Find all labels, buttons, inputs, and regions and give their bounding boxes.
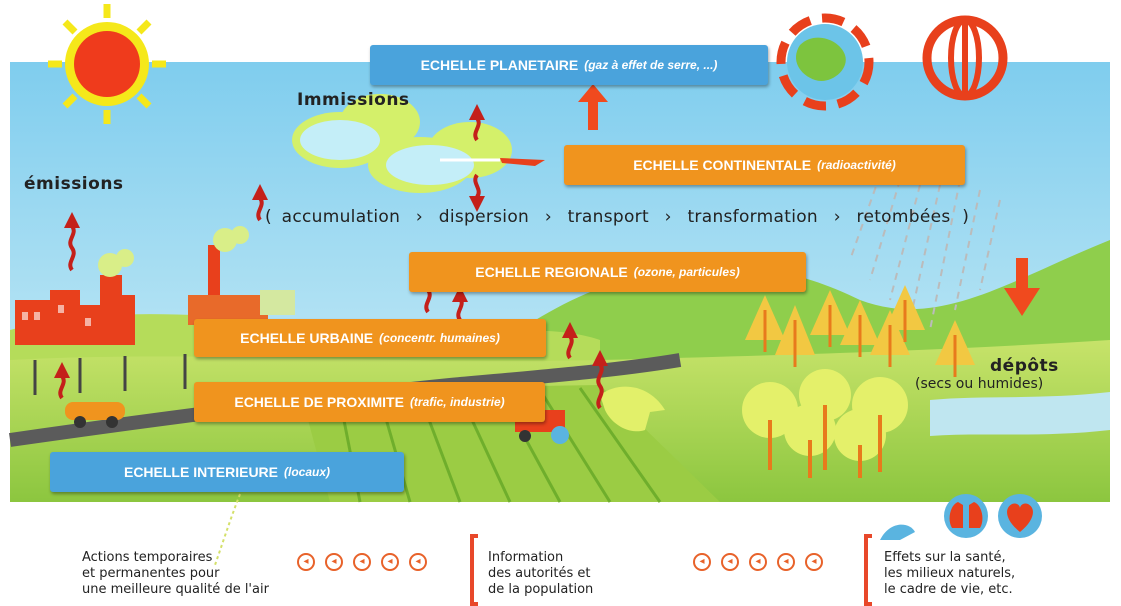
scale-note: (radioactivité) bbox=[817, 158, 896, 172]
information-line: de la population bbox=[488, 582, 594, 597]
sun-icon bbox=[48, 4, 166, 124]
arrow-left-circle-icon: ◂ bbox=[805, 553, 823, 571]
information-line: des autorités et bbox=[488, 566, 591, 581]
chain-sep: › bbox=[415, 207, 424, 227]
scale-regional-box: ECHELLE REGIONALE (ozone, particules) bbox=[409, 252, 806, 292]
scale-note: (gaz à effet de serre, ...) bbox=[584, 58, 718, 72]
information-text: Information des autorités et de la popul… bbox=[488, 550, 593, 598]
scale-continental-box: ECHELLE CONTINENTALE (radioactivité) bbox=[564, 145, 965, 185]
effects-line: les milieux naturels, bbox=[884, 566, 1016, 581]
arrow-left-circle-icon: ◂ bbox=[353, 553, 371, 571]
scale-note: (trafic, industrie) bbox=[409, 395, 505, 409]
scale-indoor-box: ECHELLE INTERIEURE (locaux) bbox=[50, 452, 404, 492]
globe-outline-icon bbox=[922, 15, 1008, 101]
bracket-left bbox=[470, 534, 478, 606]
information-line: Information bbox=[488, 550, 564, 565]
trees-hill bbox=[745, 285, 975, 377]
scale-title: ECHELLE DE PROXIMITE bbox=[234, 394, 404, 410]
fence bbox=[33, 354, 187, 395]
plane-icon bbox=[440, 158, 545, 166]
connector bbox=[214, 493, 241, 566]
scale-title: ECHELLE URBAINE bbox=[240, 330, 374, 346]
scale-title: ECHELLE INTERIEURE bbox=[123, 464, 278, 480]
cloud-right bbox=[368, 122, 512, 193]
depots-label: dépôts bbox=[990, 356, 1059, 376]
effects-line: Effets sur la santé, bbox=[884, 550, 1006, 565]
river bbox=[930, 392, 1110, 436]
chain-step: transformation bbox=[687, 207, 818, 227]
smoke bbox=[98, 226, 249, 277]
actions-line: et permanentes pour bbox=[82, 566, 220, 581]
scale-proximity-box: ECHELLE DE PROXIMITE (trafic, industrie) bbox=[194, 382, 545, 422]
scale-note: (concentr. humaines) bbox=[379, 331, 500, 345]
arrow-left-circle-icon: ◂ bbox=[693, 553, 711, 571]
scale-note: (locaux) bbox=[284, 465, 331, 479]
depots-sub-label: (secs ou humides) bbox=[915, 376, 1044, 392]
scale-urban-box: ECHELLE URBAINE (concentr. humaines) bbox=[194, 319, 546, 357]
scale-planetary-box: ECHELLE PLANETAIRE (gaz à effet de serre… bbox=[370, 45, 768, 85]
chain-sep: › bbox=[544, 207, 552, 227]
actions-line: Actions temporaires bbox=[82, 550, 213, 565]
arrow-left-circle-icon: ◂ bbox=[381, 553, 399, 571]
actions-text: Actions temporaires et permanentes pour … bbox=[82, 550, 269, 598]
arrow-left-circle-icon: ◂ bbox=[721, 553, 739, 571]
chain-step: dispersion bbox=[438, 207, 530, 227]
chain-step: transport bbox=[567, 207, 649, 227]
arrow-left-circle-icon: ◂ bbox=[325, 553, 343, 571]
emission-arrows bbox=[58, 116, 604, 410]
bracket-right bbox=[864, 534, 872, 606]
arrow-left-circle-icon: ◂ bbox=[297, 553, 315, 571]
heart-icon bbox=[998, 494, 1042, 538]
chain-step: accumulation bbox=[281, 207, 401, 227]
arrow-circles-right: ◂ ◂ ◂ ◂ ◂ bbox=[693, 553, 823, 571]
chain-sep: › bbox=[833, 207, 841, 227]
chain-open: ( bbox=[265, 207, 272, 227]
rain bbox=[849, 174, 1001, 331]
scale-title: ECHELLE CONTINENTALE bbox=[633, 157, 812, 173]
scale-title: ECHELLE PLANETAIRE bbox=[420, 57, 579, 73]
chain-close: ) bbox=[962, 207, 970, 227]
car-icon bbox=[65, 402, 125, 428]
factory-left bbox=[15, 275, 135, 345]
big-arrows bbox=[578, 84, 1040, 316]
emissions-label: émissions bbox=[24, 174, 124, 194]
cloud-left bbox=[292, 94, 420, 168]
small-leaf-icon bbox=[880, 524, 915, 540]
scale-title: ECHELLE REGIONALE bbox=[475, 264, 628, 280]
immissions-label: Immissions bbox=[297, 90, 410, 110]
lungs-icon bbox=[944, 494, 988, 538]
chain-sep: › bbox=[664, 207, 672, 227]
effects-line: le cadre de vie, etc. bbox=[884, 582, 1013, 597]
chain-step: retombées bbox=[856, 207, 951, 227]
arrow-left-circle-icon: ◂ bbox=[777, 553, 795, 571]
globe-icon bbox=[776, 13, 874, 111]
arrow-left-circle-icon: ◂ bbox=[409, 553, 427, 571]
leaf-icon bbox=[600, 386, 665, 432]
process-chain: ( accumulation › dispersion › transport … bbox=[265, 207, 969, 227]
trees-round bbox=[742, 369, 908, 478]
factory-windows bbox=[22, 305, 91, 326]
actions-line: une meilleure qualité de l'air bbox=[82, 582, 269, 597]
scale-note: (ozone, particules) bbox=[633, 265, 740, 279]
arrow-circles-left: ◂ ◂ ◂ ◂ ◂ bbox=[297, 553, 427, 571]
effects-text: Effets sur la santé, les milieux naturel… bbox=[884, 550, 1015, 598]
arrow-left-circle-icon: ◂ bbox=[749, 553, 767, 571]
